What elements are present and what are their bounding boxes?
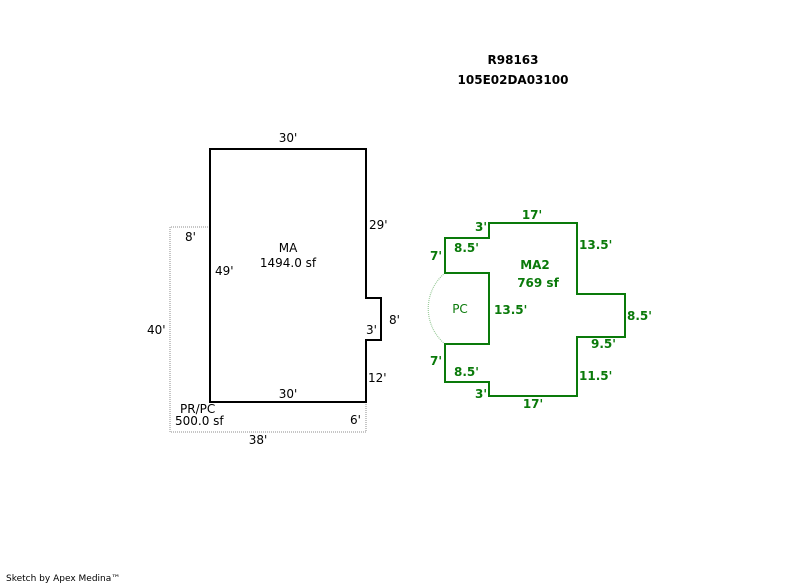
parcel-number: 105E02DA03100 <box>458 73 569 87</box>
prpc-dim-top: 8' <box>185 230 196 244</box>
pc-arc[interactable] <box>427 272 446 345</box>
ma-dim-right-lower: 12' <box>368 371 387 385</box>
ma2-dim-lower-wing-side: 7' <box>430 354 442 368</box>
ma2-dim-right-bump-bottom: 9.5' <box>591 337 616 351</box>
ma-dim-right-upper: 29' <box>369 218 388 232</box>
prpc-code: PR/PC <box>180 402 215 416</box>
footer-credit: Sketch by Apex Medina™ <box>6 574 121 584</box>
prpc-dim-bottom: 38' <box>249 433 268 447</box>
ma2-dim-upper-wing-side: 7' <box>430 249 442 263</box>
prpc-outline[interactable] <box>169 226 367 433</box>
prpc-area: 500.0 sf <box>175 414 224 428</box>
ma-dim-top: 30' <box>279 131 298 145</box>
record-id: R98163 <box>488 53 539 67</box>
prpc-dim-right: 6' <box>350 413 361 427</box>
ma2-dim-right-lower: 11.5' <box>579 369 612 383</box>
ma2-dim-top-step: 3' <box>475 220 487 234</box>
ma2-code: MA2 <box>520 258 550 272</box>
ma2-dim-bottom-step: 3' <box>475 387 487 401</box>
ma2-dim-upper-wing-top: 8.5' <box>454 241 479 255</box>
ma2-dim-bottom: 17' <box>523 397 543 411</box>
ma2-dim-right-bump: 8.5' <box>627 309 652 323</box>
ma2-dim-lower-wing-bottom: 8.5' <box>454 365 479 379</box>
ma-dim-left: 49' <box>215 264 234 278</box>
ma-dim-bump-length: 8' <box>389 313 400 327</box>
ma2-dim-right-upper: 13.5' <box>579 238 612 252</box>
ma2-dim-inner-left: 13.5' <box>494 303 527 317</box>
ma-outline[interactable] <box>209 148 382 403</box>
pc-code: PC <box>452 302 468 316</box>
ma-area: 1494.0 sf <box>260 256 317 270</box>
ma2-area: 769 sf <box>517 276 559 290</box>
ma-code: MA <box>279 241 298 255</box>
ma2-outline[interactable] <box>444 222 626 397</box>
ma-dim-bump-depth: 3' <box>366 323 377 337</box>
ma-dim-bottom: 30' <box>279 387 298 401</box>
prpc-dim-left: 40' <box>147 323 166 337</box>
ma2-dim-top: 17' <box>522 208 542 222</box>
